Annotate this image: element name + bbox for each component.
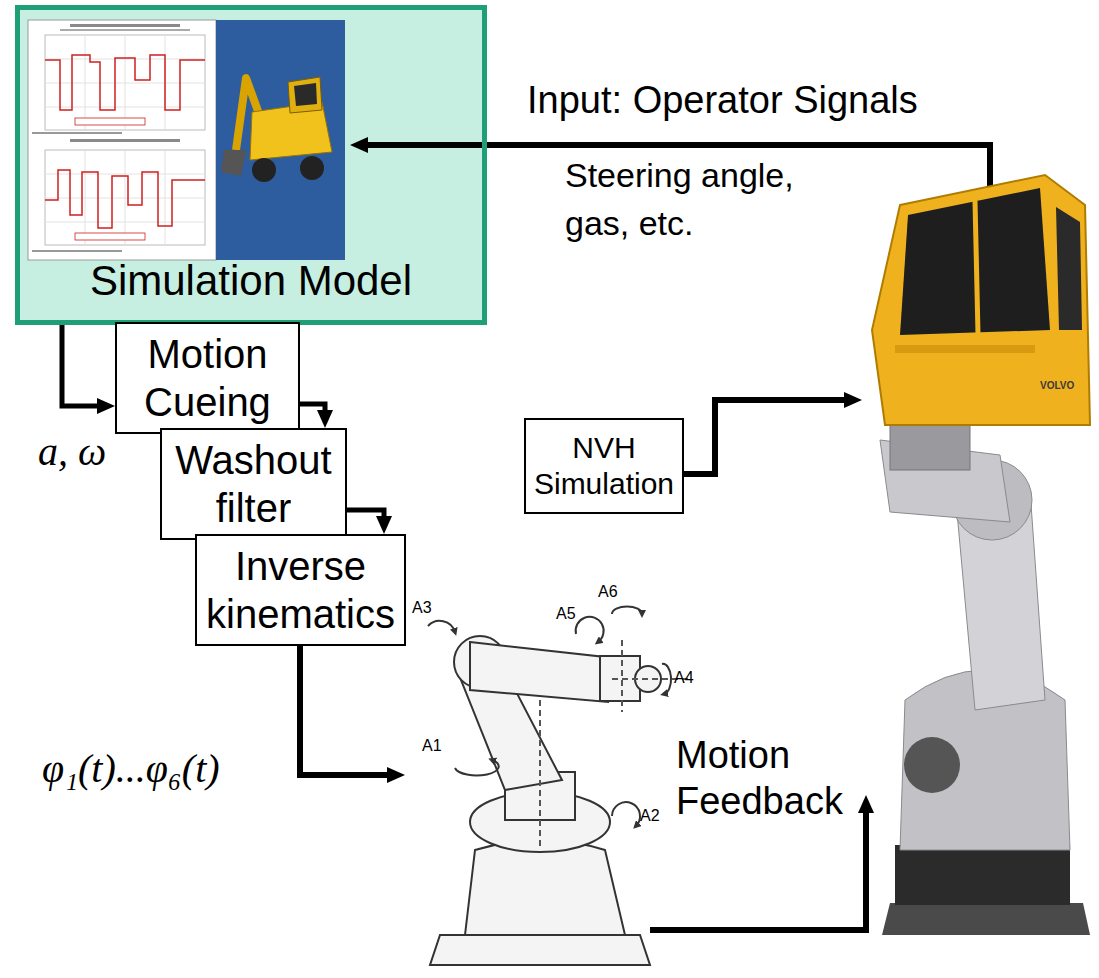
node-text: Washout filter — [170, 436, 337, 532]
axis-label: A2 — [640, 806, 670, 825]
flow-arrow — [300, 404, 325, 418]
robot-schematic — [470, 642, 608, 702]
process-box: Inverse kinematics — [195, 534, 406, 646]
node-text: Inverse kinematics — [205, 542, 396, 638]
node-text: Motion Cueing — [125, 330, 290, 426]
axis-label: A3 — [412, 598, 442, 617]
plot-screenshot — [45, 150, 205, 245]
robot-photo — [975, 201, 978, 334]
plot-screenshot — [45, 55, 205, 110]
robot-schematic — [430, 935, 650, 965]
plot-screenshot — [32, 132, 122, 134]
plot-screenshot — [45, 150, 205, 245]
node-text: NVH Simulation — [532, 430, 676, 502]
robot-photo — [872, 175, 1090, 935]
excavator-render — [221, 150, 246, 176]
model-panel-fill — [15, 5, 487, 325]
robot-photo — [1056, 207, 1082, 330]
plot-screenshot — [60, 29, 190, 31]
robot-schematic — [662, 664, 671, 694]
axis-label: A4 — [674, 668, 704, 687]
process-box: NVH Simulation — [524, 418, 684, 514]
axis-label: A5 — [556, 604, 586, 623]
feedback-label: Motion Feedback — [676, 733, 866, 824]
signal-label: Input: Operator Signals — [527, 78, 997, 124]
robot-schematic — [428, 621, 455, 632]
signal-note: Steering angle, gas, etc. — [565, 152, 865, 247]
robot-photo — [872, 175, 1090, 425]
robot-photo — [900, 188, 1050, 335]
robot-photo — [890, 425, 970, 470]
math-label: φ₁(t)...φ₆(t) — [42, 745, 292, 793]
plot-screenshot — [70, 24, 180, 27]
robot-photo — [895, 345, 1035, 353]
excavator-render — [252, 158, 276, 182]
axis-label: A6 — [598, 582, 628, 601]
axis-label: A1 — [422, 736, 452, 755]
robot-photo — [904, 737, 960, 793]
process-box: Motion Cueing — [115, 322, 300, 434]
plot-screenshot — [70, 139, 180, 142]
motion-feedback-arrow — [650, 805, 866, 930]
robot-schematic — [576, 617, 604, 642]
plot-screenshot — [45, 35, 205, 130]
excavator-render — [294, 83, 317, 106]
robot-schematic — [540, 640, 690, 850]
robot-schematic — [428, 607, 690, 966]
robot-schematic — [465, 840, 625, 935]
plot-screenshot — [45, 170, 205, 228]
flow-arrow — [347, 510, 384, 524]
joint-angle-arrow — [300, 646, 395, 775]
plot-screenshot — [75, 233, 145, 240]
excavator-render — [216, 20, 345, 260]
robot-schematic — [455, 760, 499, 775]
plot-screenshot — [28, 20, 216, 260]
plot-screenshot — [75, 118, 145, 125]
process-box: Washout filter — [160, 428, 347, 540]
math-label: a, ω — [38, 428, 158, 476]
node-text: Simulation Model — [30, 256, 472, 306]
nvh-arrow — [684, 400, 852, 474]
flow-arrow — [62, 325, 105, 406]
robot-schematic — [612, 802, 640, 826]
robot-schematic — [612, 607, 642, 615]
plot-screenshot — [28, 20, 216, 260]
robot-photo — [882, 903, 1090, 935]
excavator-render — [216, 20, 345, 260]
model-panel: Simulation Model — [15, 5, 487, 325]
robot-photo — [895, 845, 1070, 905]
brand-mark: VOLVO — [1040, 380, 1084, 392]
excavator-render — [300, 156, 324, 180]
plot-screenshot — [45, 35, 205, 130]
plot-screenshot — [32, 250, 122, 252]
excavator-render — [288, 77, 322, 113]
